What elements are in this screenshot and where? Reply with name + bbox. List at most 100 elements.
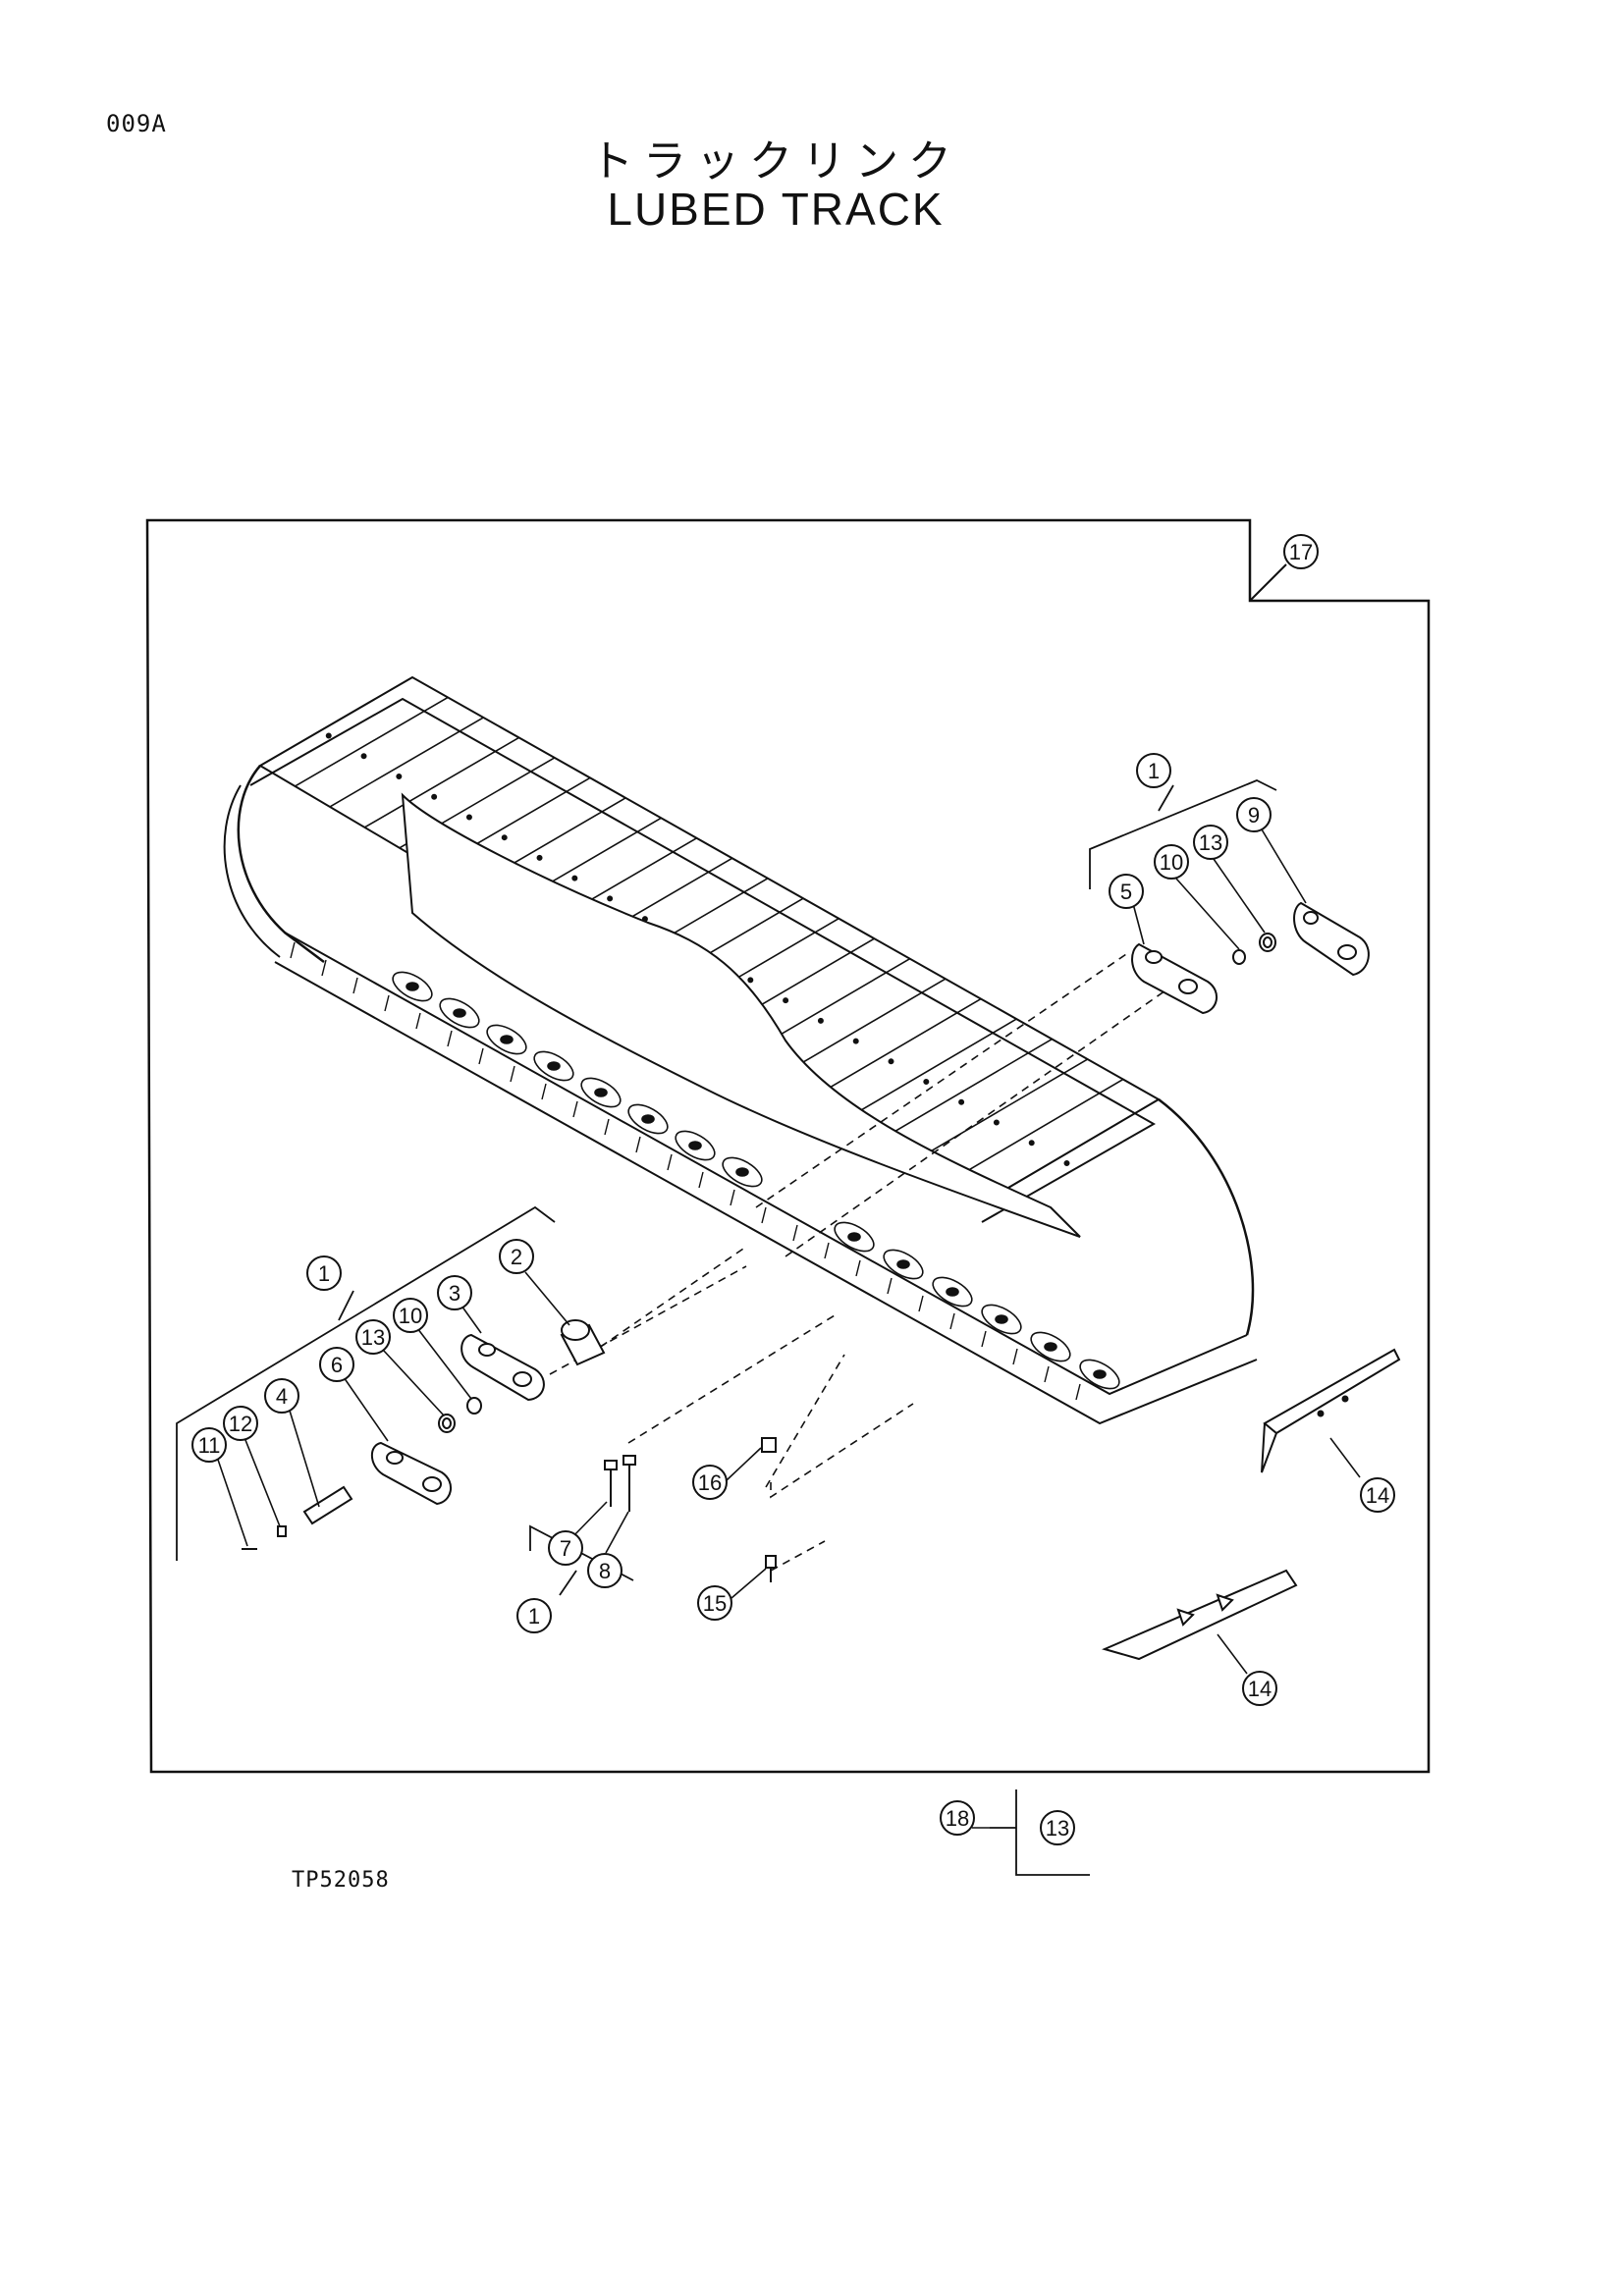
- chain-pin: [406, 982, 419, 991]
- callout-13-right: 13: [1193, 825, 1228, 860]
- track-tooth: [1044, 1365, 1050, 1383]
- shoe-bolt-hole: [817, 1017, 824, 1024]
- track-tooth: [887, 1277, 893, 1295]
- track-tooth: [918, 1295, 924, 1312]
- svg-text:13: 13: [1046, 1816, 1069, 1841]
- shoe-bolt-hole: [465, 814, 472, 821]
- title-english: LUBED TRACK: [607, 184, 945, 235]
- chain-pin: [453, 1008, 466, 1018]
- track-tooth: [949, 1312, 955, 1330]
- part-12-spacer: [277, 1525, 287, 1537]
- chain-pin: [995, 1314, 1008, 1324]
- svg-text:6: 6: [331, 1353, 343, 1377]
- callout-8: 8: [587, 1553, 623, 1588]
- svg-text:10: 10: [1160, 850, 1183, 875]
- shoe-bolt-hole: [958, 1098, 965, 1105]
- svg-text:16: 16: [698, 1470, 722, 1495]
- svg-text:13: 13: [361, 1325, 385, 1350]
- shoe-bolt-hole: [888, 1058, 894, 1065]
- svg-text:10: 10: [399, 1304, 422, 1328]
- callout-9: 9: [1236, 797, 1272, 832]
- track-tooth: [510, 1065, 515, 1083]
- track-tooth: [1075, 1383, 1081, 1401]
- callout-13-left: 13: [355, 1319, 391, 1355]
- svg-text:15: 15: [703, 1591, 727, 1616]
- leader-lines: [217, 828, 1361, 1829]
- chain-pin: [1093, 1369, 1107, 1379]
- track-inner-opening: [401, 792, 1081, 1238]
- part-16-nut: [761, 1437, 777, 1453]
- part-3-link: [460, 1333, 545, 1402]
- part-13-seal-right: [1259, 933, 1276, 952]
- shoe-bolt-hole: [747, 977, 754, 984]
- page-code: 009A: [106, 110, 167, 137]
- track-tooth: [352, 977, 358, 994]
- shoe-bolt-hole: [607, 895, 614, 902]
- callout-1-bottom: 1: [516, 1598, 552, 1633]
- svg-text:1: 1: [318, 1261, 330, 1286]
- shoe-bolt-hole: [993, 1119, 1000, 1126]
- part-9-link: [1293, 901, 1370, 977]
- track-tooth: [824, 1242, 830, 1259]
- part-2-bushing: [560, 1319, 606, 1366]
- chain-pin: [594, 1088, 608, 1097]
- frame-leader: [1249, 563, 1287, 602]
- track-tooth: [730, 1189, 735, 1206]
- svg-text:18: 18: [946, 1806, 969, 1831]
- track-grouser: [817, 997, 982, 1095]
- svg-text:17: 17: [1289, 540, 1313, 564]
- svg-text:11: 11: [198, 1433, 221, 1458]
- chain-pin: [1044, 1342, 1057, 1352]
- part-10-ring-right: [1232, 949, 1246, 965]
- track-grouser: [956, 1078, 1124, 1178]
- svg-text:12: 12: [229, 1412, 252, 1436]
- track-grouser: [259, 676, 413, 767]
- track-tooth: [384, 994, 390, 1012]
- callout-4: 4: [264, 1378, 299, 1414]
- part-13-seal-left: [438, 1414, 456, 1433]
- shoe-bolt-hole: [360, 753, 367, 760]
- track-left-end: [237, 765, 325, 963]
- track-tooth: [415, 1012, 421, 1030]
- track-tooth: [290, 941, 296, 959]
- callout-14-upper: 14: [1360, 1477, 1395, 1513]
- track-grouser: [329, 717, 484, 808]
- track-tooth: [478, 1047, 484, 1065]
- track-assembly: [223, 675, 1258, 1425]
- track-grouser: [991, 1098, 1160, 1199]
- exploded-parts: [242, 901, 1401, 1661]
- track-tooth: [541, 1083, 547, 1100]
- svg-text:1: 1: [528, 1604, 540, 1629]
- track-grouser: [782, 978, 947, 1075]
- callout-11: 11: [191, 1427, 227, 1463]
- shoe-bolt-hole: [852, 1038, 859, 1044]
- shoe-bolt-hole: [783, 997, 789, 1004]
- assembly-lines: [549, 951, 1179, 1572]
- part-15-bolt: [765, 1555, 777, 1582]
- shoe-bolt-hole: [1063, 1160, 1070, 1167]
- shoe-bolt-hole: [536, 854, 543, 861]
- track-grouser: [364, 736, 519, 828]
- callout-3: 3: [437, 1275, 472, 1310]
- track-tooth: [1012, 1348, 1018, 1365]
- callouts: 17 1 5 10 13 9 1 2 3 10 13 6 4 12 11 7 8…: [191, 534, 1395, 1845]
- track-tooth: [604, 1118, 610, 1136]
- shoe-bolt-hole: [431, 793, 438, 800]
- track-tooth: [667, 1153, 673, 1171]
- track-tooth: [635, 1136, 641, 1153]
- chain-pin: [641, 1114, 655, 1124]
- shoe-bolt-hole: [571, 875, 578, 881]
- callout-14-lower: 14: [1242, 1671, 1277, 1706]
- track-tooth: [855, 1259, 861, 1277]
- svg-text:4: 4: [276, 1384, 288, 1409]
- diagram-frame: [145, 518, 1431, 1774]
- shoe-bolt-hole: [923, 1079, 930, 1086]
- callout-13-box: 13: [1040, 1810, 1075, 1845]
- track-tooth: [572, 1100, 578, 1118]
- callout-1-left: 1: [306, 1255, 342, 1291]
- chain-pin: [547, 1061, 561, 1071]
- svg-text:5: 5: [1120, 880, 1132, 904]
- shoe-bolt-hole: [325, 732, 332, 739]
- callout-6: 6: [319, 1347, 354, 1382]
